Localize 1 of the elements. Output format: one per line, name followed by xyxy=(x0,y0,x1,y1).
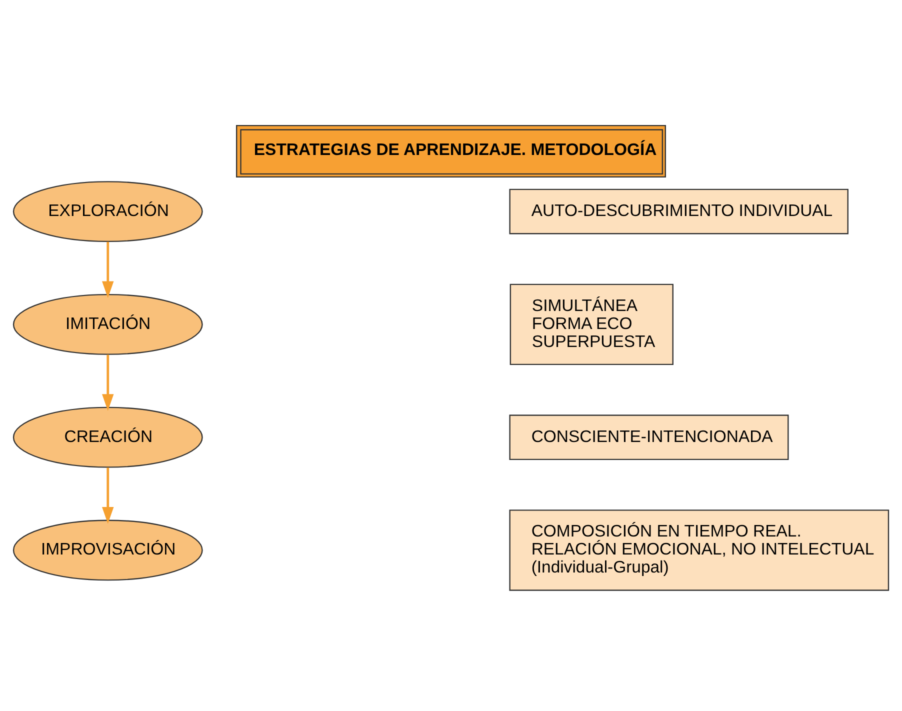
diagram-title: ESTRATEGIAS DE APRENDIZAJE. METODOLOGÍA xyxy=(254,140,657,160)
